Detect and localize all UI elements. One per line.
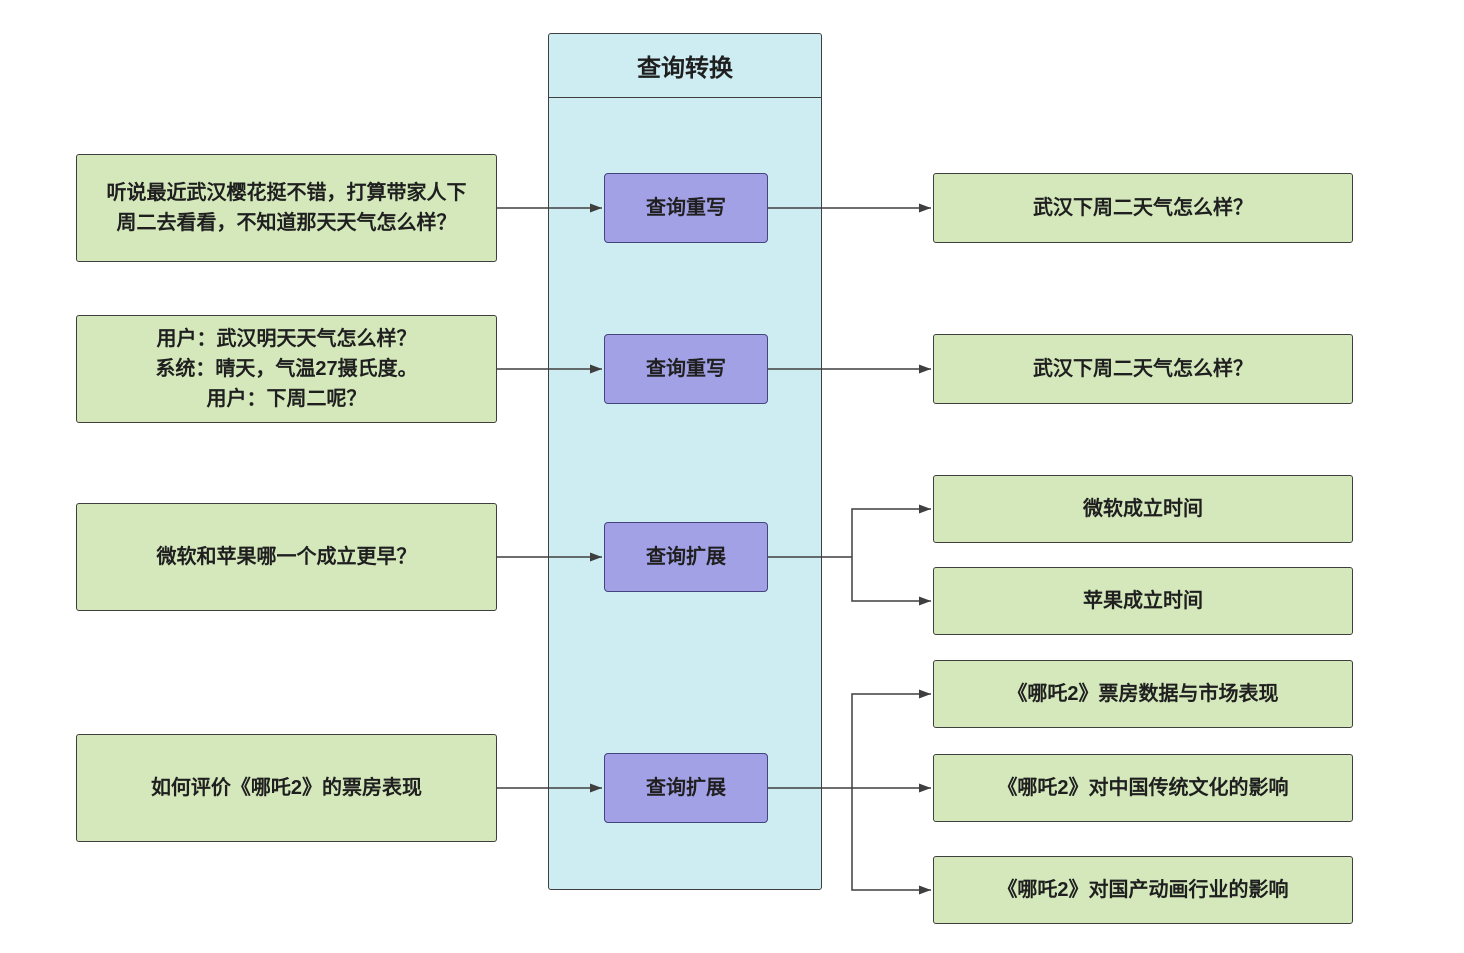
output-node-flow4-3: 《哪吒2》对国产动画行业的影响 <box>933 856 1353 924</box>
arrow-op4-output4c <box>851 788 931 895</box>
input-node-flow3: 微软和苹果哪一个成立更早？ <box>76 503 497 611</box>
input-node-flow2: 用户：武汉明天天气怎么样？ 系统：晴天，气温27摄氏度。 用户：下周二呢？ <box>76 315 497 423</box>
output-node-flow3-2: 苹果成立时间 <box>933 567 1353 635</box>
container-title: 查询转换 <box>549 34 821 98</box>
output-node-flow3-1: 微软成立时间 <box>933 475 1353 543</box>
container-title-text: 查询转换 <box>637 55 733 82</box>
arrow-op3-output3a <box>851 504 931 557</box>
operation-node-flow4: 查询扩展 <box>604 753 768 823</box>
operation-node-flow1: 查询重写 <box>604 173 768 243</box>
arrow-op4-output4a <box>851 689 931 788</box>
operation-node-flow3: 查询扩展 <box>604 522 768 592</box>
input-node-flow4: 如何评价《哪吒2》的票房表现 <box>76 734 497 842</box>
output-node-flow2-1: 武汉下周二天气怎么样？ <box>933 334 1353 404</box>
output-node-flow4-1: 《哪吒2》票房数据与市场表现 <box>933 660 1353 728</box>
arrow-op3-output3b <box>851 557 931 606</box>
input-node-flow1: 听说最近武汉樱花挺不错，打算带家人下周二去看看，不知道那天天气怎么样？ <box>76 154 497 262</box>
output-node-flow1-1: 武汉下周二天气怎么样？ <box>933 173 1353 243</box>
operation-node-flow2: 查询重写 <box>604 334 768 404</box>
output-node-flow4-2: 《哪吒2》对中国传统文化的影响 <box>933 754 1353 822</box>
